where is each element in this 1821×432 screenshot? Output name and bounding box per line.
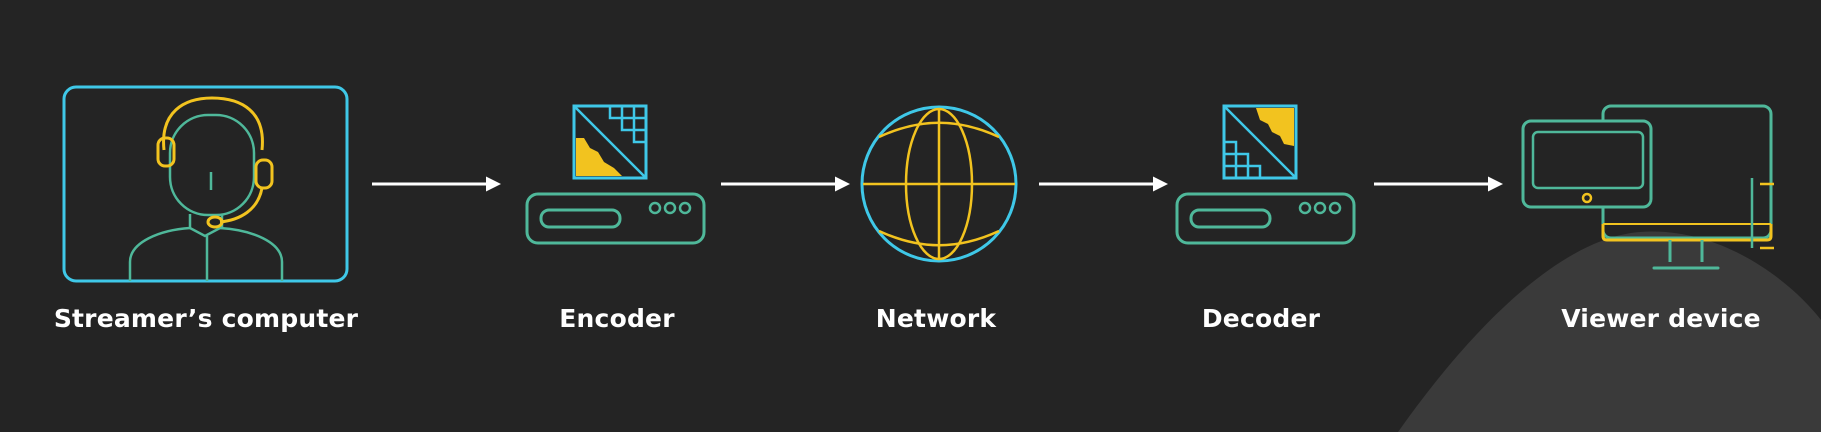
label-viewer: Viewer device	[1561, 304, 1761, 333]
label-encoder: Encoder	[559, 304, 675, 333]
label-decoder: Decoder	[1201, 304, 1321, 333]
encoder-icon	[525, 104, 706, 245]
label-streamer: Streamer’s computer	[53, 304, 359, 333]
globe-icon	[860, 105, 1018, 263]
label-network: Network	[875, 304, 997, 333]
viewer-device-icon	[1521, 104, 1774, 270]
decoder-icon	[1175, 104, 1356, 245]
streamer-computer-icon	[62, 85, 349, 283]
